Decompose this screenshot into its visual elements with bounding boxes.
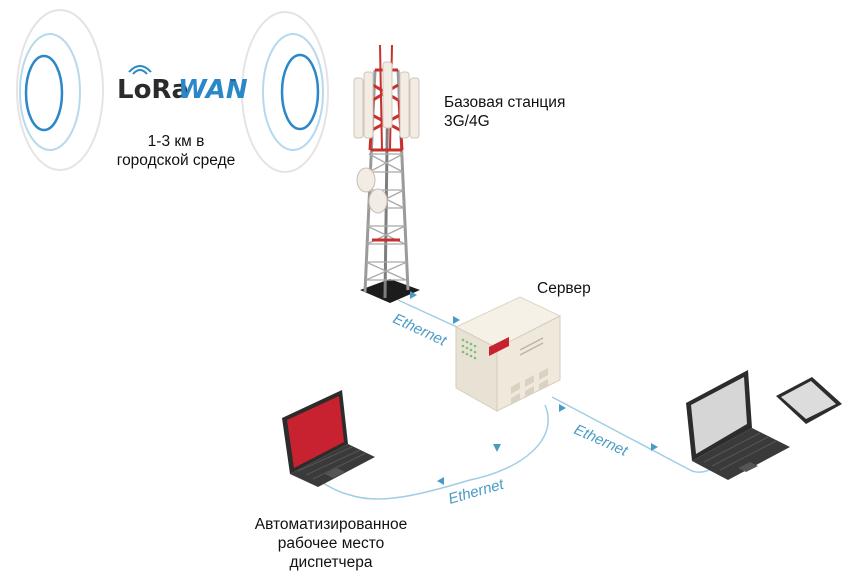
- cell-tower-icon: [353, 44, 420, 303]
- range-label: 1-3 км в городской среде: [96, 132, 256, 170]
- lorawan-logo-icon: LoRa WAN ™: [117, 65, 248, 105]
- server-label: Сервер: [537, 280, 591, 297]
- logo-lora-text: LoRa: [117, 75, 189, 105]
- logo-tm-text: ™: [229, 78, 237, 87]
- signal-waves-icon-right: [241, 11, 329, 173]
- link-arrows: [410, 291, 658, 485]
- workstation-label-line3: диспетчера: [289, 554, 373, 571]
- ethernet-label-laptop-server: Ethernet: [446, 476, 506, 508]
- base-station-label: Базовая станция 3G/4G: [444, 93, 604, 131]
- laptop-icon-dispatcher: [282, 390, 375, 487]
- workstation-label-line1: Автоматизированное: [254, 516, 408, 533]
- tablet-icon: [776, 377, 842, 424]
- ethernet-label-tower-server: Ethernet: [390, 310, 449, 350]
- workstation-label: Автоматизированное рабочее место диспетч…: [226, 515, 436, 572]
- laptop-icon-client: [686, 370, 790, 480]
- workstation-label-line2: рабочее место: [277, 535, 385, 552]
- range-label-line1: 1-3 км в: [147, 133, 205, 150]
- base-station-label-line1: Базовая станция: [444, 94, 566, 111]
- ethernet-label-server-client: Ethernet: [571, 421, 630, 460]
- signal-waves-icon-left: [16, 9, 104, 171]
- logo-wan-text: WAN: [178, 75, 248, 105]
- server-icon: [454, 296, 562, 412]
- range-label-line2: городской среде: [116, 152, 236, 169]
- base-station-label-line2: 3G/4G: [444, 113, 490, 130]
